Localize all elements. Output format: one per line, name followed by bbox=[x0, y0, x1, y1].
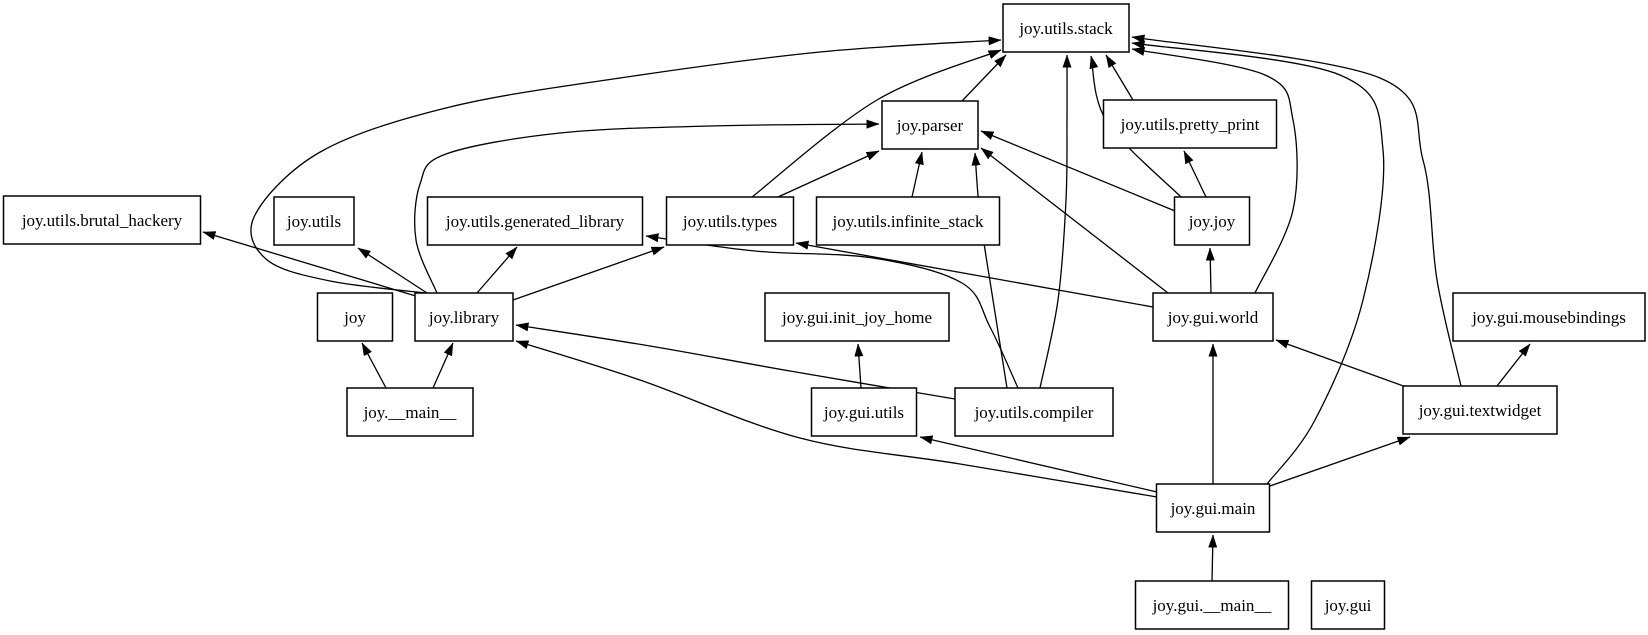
edge-joy-gui-world-to-joy-utils-types bbox=[795, 240, 1154, 308]
node-box-joy-gui-world bbox=[1152, 292, 1274, 342]
node-label-joy-utils-compiler: joy.utils.compiler bbox=[974, 403, 1094, 422]
node-label-joy-main: joy.__main__ bbox=[363, 403, 457, 422]
node-label-joy-gui-textwidget: joy.gui.textwidget bbox=[1418, 401, 1542, 420]
node-box-joy-utils-types bbox=[665, 196, 795, 246]
node-box-joy-utils-brutal-hackery bbox=[2, 195, 202, 245]
node-joy-gui-utils: joy.gui.utils bbox=[810, 387, 918, 437]
node-joy-utils-pretty-print: joy.utils.pretty_print bbox=[1102, 99, 1278, 149]
node-joy-gui-mousebindings: joy.gui.mousebindings bbox=[1452, 292, 1646, 342]
node-label-joy-utils-brutal-hackery: joy.utils.brutal_hackery bbox=[21, 211, 183, 230]
node-label-joy-gui-mousebindings: joy.gui.mousebindings bbox=[1471, 308, 1626, 327]
node-joy-library: joy.library bbox=[414, 292, 514, 342]
edge-joy-gui-main-to-joy-gui-main bbox=[1208, 534, 1218, 582]
node-joy-gui: joy.gui bbox=[1310, 580, 1386, 630]
edge-joy-gui-world-to-joy-parser bbox=[980, 147, 1169, 294]
node-box-joy-utils-generated-library bbox=[426, 196, 644, 246]
node-label-joy-gui-utils: joy.gui.utils bbox=[823, 403, 904, 422]
node-label-joy-utils-infinite-stack: joy.utils.infinite_stack bbox=[832, 212, 984, 231]
node-label-joy-library: joy.library bbox=[428, 308, 500, 327]
node-box-joy-utils-compiler bbox=[954, 387, 1114, 437]
edge-joy-gui-world-to-joy-joy bbox=[1205, 247, 1215, 294]
edge-joy-main-to-joy-library bbox=[432, 342, 454, 389]
node-label-joy-utils-generated-library: joy.utils.generated_library bbox=[445, 212, 625, 231]
node-box-joy bbox=[316, 292, 394, 342]
edge-joy-gui-main-to-joy-utils-stack bbox=[1131, 40, 1385, 485]
node-label-joy-gui-init-joy-home: joy.gui.init_joy_home bbox=[781, 308, 932, 327]
node-label-joy-gui-world: joy.gui.world bbox=[1167, 308, 1259, 327]
node-label-joy: joy bbox=[343, 308, 366, 327]
edge-joy-gui-main-to-joy-library bbox=[515, 340, 1158, 498]
edge-joy-utils-types-to-joy-utils-stack bbox=[751, 49, 1002, 198]
node-joy-gui-main: joy.gui.__main__ bbox=[1134, 580, 1290, 630]
node-joy-utils-brutal-hackery: joy.utils.brutal_hackery bbox=[2, 195, 202, 245]
edge-joy-library-to-joy-utils-generated-library bbox=[476, 246, 518, 294]
edge-joy-gui-utils-to-joy-gui-init-joy-home bbox=[854, 343, 864, 389]
node-box-joy-library bbox=[414, 292, 514, 342]
edge-joy-parser-to-joy-utils-stack bbox=[961, 54, 1007, 102]
node-joy-utils-infinite-stack: joy.utils.infinite_stack bbox=[815, 196, 1001, 246]
node-label-joy-gui-main: joy.gui.main bbox=[1170, 499, 1256, 518]
edge-joy-gui-world-to-joy-utils-stack bbox=[1131, 46, 1298, 294]
node-box-joy-gui-utils bbox=[810, 387, 918, 437]
edge-joy-library-to-joy-utils-brutal-hackery bbox=[202, 231, 420, 298]
node-label-joy-utils-types: joy.utils.types bbox=[682, 212, 777, 231]
node-box-joy-utils-pretty-print bbox=[1102, 99, 1278, 149]
node-joy-gui-init-joy-home: joy.gui.init_joy_home bbox=[764, 292, 950, 342]
node-box-joy-gui-main bbox=[1155, 483, 1271, 533]
edge-joy-joy-to-joy-parser bbox=[980, 130, 1176, 212]
edge-joy-utils-compiler-to-joy-utils-stack bbox=[1039, 54, 1072, 389]
node-label-joy-gui-main: joy.gui.__main__ bbox=[1152, 596, 1272, 615]
node-joy-utils: joy.utils bbox=[273, 196, 355, 246]
node-joy-utils-compiler: joy.utils.compiler bbox=[954, 387, 1114, 437]
node-joy-gui-main: joy.gui.main bbox=[1155, 483, 1271, 533]
node-box-joy-gui-main bbox=[1134, 580, 1290, 630]
node-joy-parser: joy.parser bbox=[881, 100, 979, 150]
edge-joy-gui-textwidget-to-joy-gui-world bbox=[1275, 339, 1410, 389]
node-label-joy-utils: joy.utils bbox=[286, 212, 341, 231]
node-box-joy-utils bbox=[273, 196, 355, 246]
node-box-joy-parser bbox=[881, 100, 979, 150]
node-joy-utils-stack: joy.utils.stack bbox=[1002, 3, 1130, 53]
node-box-joy-utils-infinite-stack bbox=[815, 196, 1001, 246]
edge-joy-utils-compiler-to-joy-parser bbox=[971, 152, 1008, 389]
node-label-joy-joy: joy.joy bbox=[1188, 212, 1236, 231]
edge-joy-utils-compiler-to-joy-utils-generated-library bbox=[645, 233, 1019, 389]
node-box-joy-joy bbox=[1173, 196, 1251, 246]
node-box-joy-gui-textwidget bbox=[1402, 385, 1558, 435]
node-joy-joy: joy.joy bbox=[1173, 196, 1251, 246]
edge-joy-gui-textwidget-to-joy-utils-stack bbox=[1131, 34, 1462, 387]
node-box-joy-gui bbox=[1310, 580, 1386, 630]
node-joy-utils-types: joy.utils.types bbox=[665, 196, 795, 246]
node-joy-gui-world: joy.gui.world bbox=[1152, 292, 1274, 342]
edge-joy-main-to-joy bbox=[361, 342, 387, 389]
edge-joy-library-to-joy-parser bbox=[414, 119, 880, 294]
edge-joy-gui-textwidget-to-joy-gui-mousebindings bbox=[1496, 343, 1531, 387]
node-box-joy-gui-mousebindings bbox=[1452, 292, 1646, 342]
node-box-joy-main bbox=[346, 387, 474, 437]
node-label-joy-gui: joy.gui bbox=[1324, 596, 1372, 615]
edge-joy-joy-to-joy-utils-pretty-print bbox=[1183, 150, 1207, 198]
node-label-joy-utils-stack: joy.utils.stack bbox=[1018, 19, 1113, 38]
node-box-joy-utils-stack bbox=[1002, 3, 1130, 53]
edge-joy-gui-main-to-joy-gui-utils bbox=[919, 435, 1158, 493]
edge-joy-library-to-joy-utils bbox=[357, 247, 428, 294]
node-label-joy-utils-pretty-print: joy.utils.pretty_print bbox=[1120, 115, 1260, 134]
node-joy-main: joy.__main__ bbox=[346, 387, 474, 437]
edge-joy-utils-infinite-stack-to-joy-parser bbox=[911, 151, 924, 198]
node-label-joy-parser: joy.parser bbox=[896, 116, 964, 135]
edge-joy-library-to-joy-utils-stack bbox=[250, 36, 1002, 295]
node-box-joy-gui-init-joy-home bbox=[764, 292, 950, 342]
nodes-layer: joy.utils.stack joy.parser joy.utils.prett… bbox=[2, 3, 1646, 630]
edge-joy-gui-main-to-joy-gui-textwidget bbox=[1269, 436, 1411, 487]
edge-joy-utils-pretty-print-to-joy-utils-stack bbox=[1105, 54, 1134, 101]
node-joy-utils-generated-library: joy.utils.generated_library bbox=[426, 196, 644, 246]
edge-joy-library-to-joy-utils-types bbox=[512, 246, 665, 301]
node-joy-gui-textwidget: joy.gui.textwidget bbox=[1402, 385, 1558, 435]
node-joy: joy bbox=[316, 292, 394, 342]
edge-joy-utils-types-to-joy-parser bbox=[777, 150, 880, 198]
